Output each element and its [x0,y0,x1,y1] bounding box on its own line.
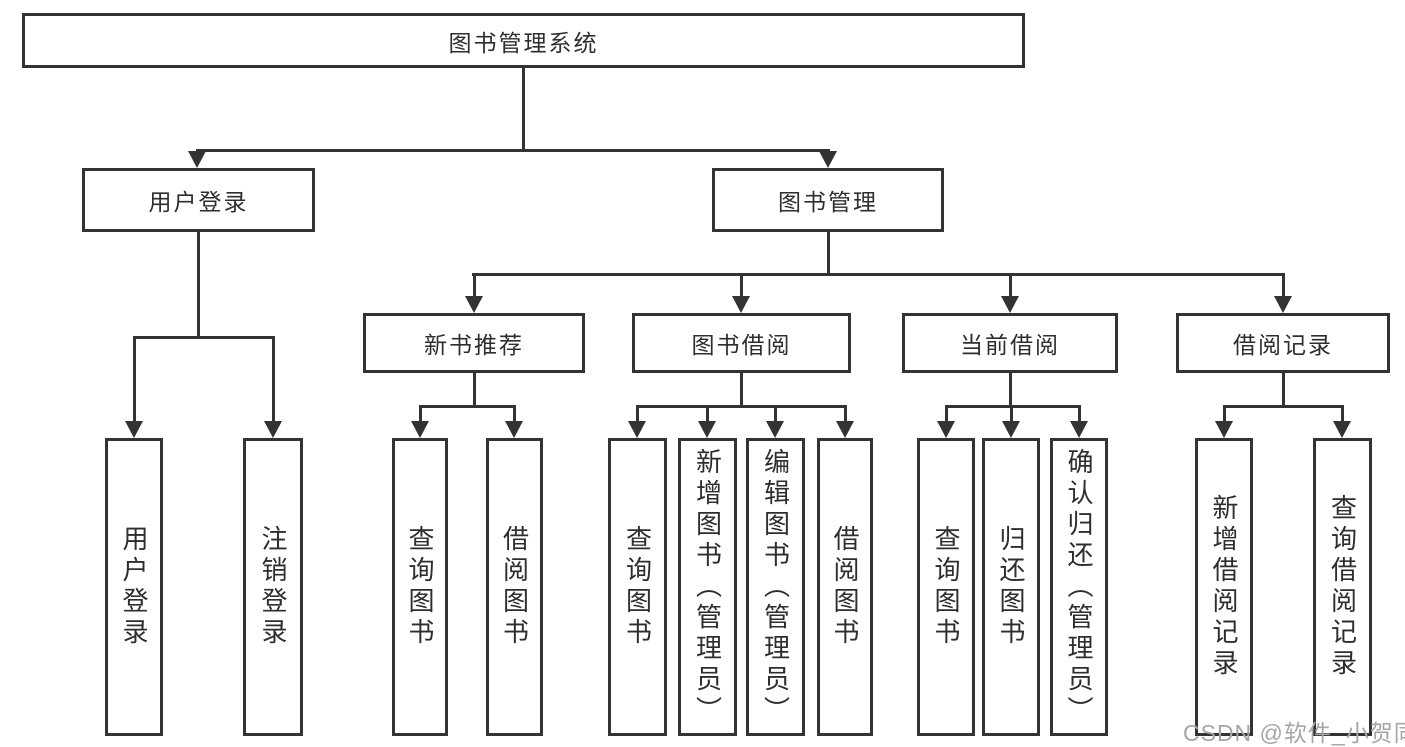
leaf-borrow-book: 借阅图书 [486,438,543,736]
leaf-query-book: 查询图书 [917,438,975,736]
leaf-confirm-return-admin: 确认归还（管理员） [1050,438,1108,736]
connector-line [844,405,847,425]
arrow-down-icon [628,421,646,438]
arrow-down-icon [766,421,784,438]
leaf-logout: 注销登录 [243,438,303,736]
connector-line [196,149,830,152]
connector-line [133,336,275,339]
leaf-edit-book-admin: 编辑图书（管理员） [746,438,805,736]
arrow-down-icon [125,421,143,438]
connector-line [197,232,200,339]
leaf-query-borrow-record: 查询借阅记录 [1313,438,1372,736]
connector-line [1009,273,1012,300]
arrow-down-icon [1333,421,1351,438]
leaf-query-book: 查询图书 [392,438,448,736]
connector-line [945,405,948,425]
connector-line [472,273,1285,276]
connector-line [945,405,1081,408]
arrow-down-icon [1070,421,1088,438]
connector-line [1010,405,1013,425]
arrow-down-icon [1274,296,1292,313]
connector-line [706,405,709,425]
connector-line [419,405,516,408]
arrow-down-icon [411,421,429,438]
leaf-add-book-admin: 新增图书（管理员） [678,438,737,736]
connector-line [636,405,639,425]
arrow-down-icon [264,421,282,438]
node-library-system: 图书管理系统 [22,13,1025,68]
arrow-down-icon [1002,421,1020,438]
arrow-down-icon [732,296,750,313]
node-new-book-recommend: 新书推荐 [363,313,585,373]
connector-line [740,373,743,408]
connector-line [774,405,777,425]
arrow-down-icon [836,421,854,438]
arrow-down-icon [188,151,206,168]
connector-line [522,66,525,151]
connector-line [1223,405,1226,425]
connector-line [827,232,830,276]
connector-line [1223,405,1344,408]
arrow-down-icon [937,421,955,438]
arrow-down-icon [698,421,716,438]
csdn-watermark: CSDN @软件_小贺同学 [1183,720,1405,746]
connector-line [636,405,847,408]
connector-line [473,273,476,300]
arrow-down-icon [819,151,837,168]
connector-line [419,405,422,425]
connector-line [740,273,743,300]
connector-line [272,336,275,423]
leaf-user-login: 用户登录 [105,438,163,736]
leaf-borrow-book: 借阅图书 [817,438,873,736]
node-user-login: 用户登录 [82,168,315,232]
connector-line [1282,273,1285,300]
arrow-down-icon [1001,296,1019,313]
leaf-return-book: 归还图书 [982,438,1040,736]
connector-line [133,336,136,423]
connector-line [513,405,516,425]
leaf-query-book: 查询图书 [608,438,667,736]
node-book-borrow: 图书借阅 [632,313,851,373]
node-current-borrow: 当前借阅 [902,313,1118,373]
node-book-management: 图书管理 [712,168,944,232]
arrow-down-icon [505,421,523,438]
node-borrow-records: 借阅记录 [1176,313,1390,373]
leaf-add-borrow-record: 新增借阅记录 [1195,438,1253,736]
connector-line [1009,373,1012,408]
connector-line [1078,405,1081,425]
arrow-down-icon [1215,421,1233,438]
connector-line [1282,373,1285,408]
connector-line [1341,405,1344,425]
connector-line [473,373,476,408]
arrow-down-icon [465,296,483,313]
